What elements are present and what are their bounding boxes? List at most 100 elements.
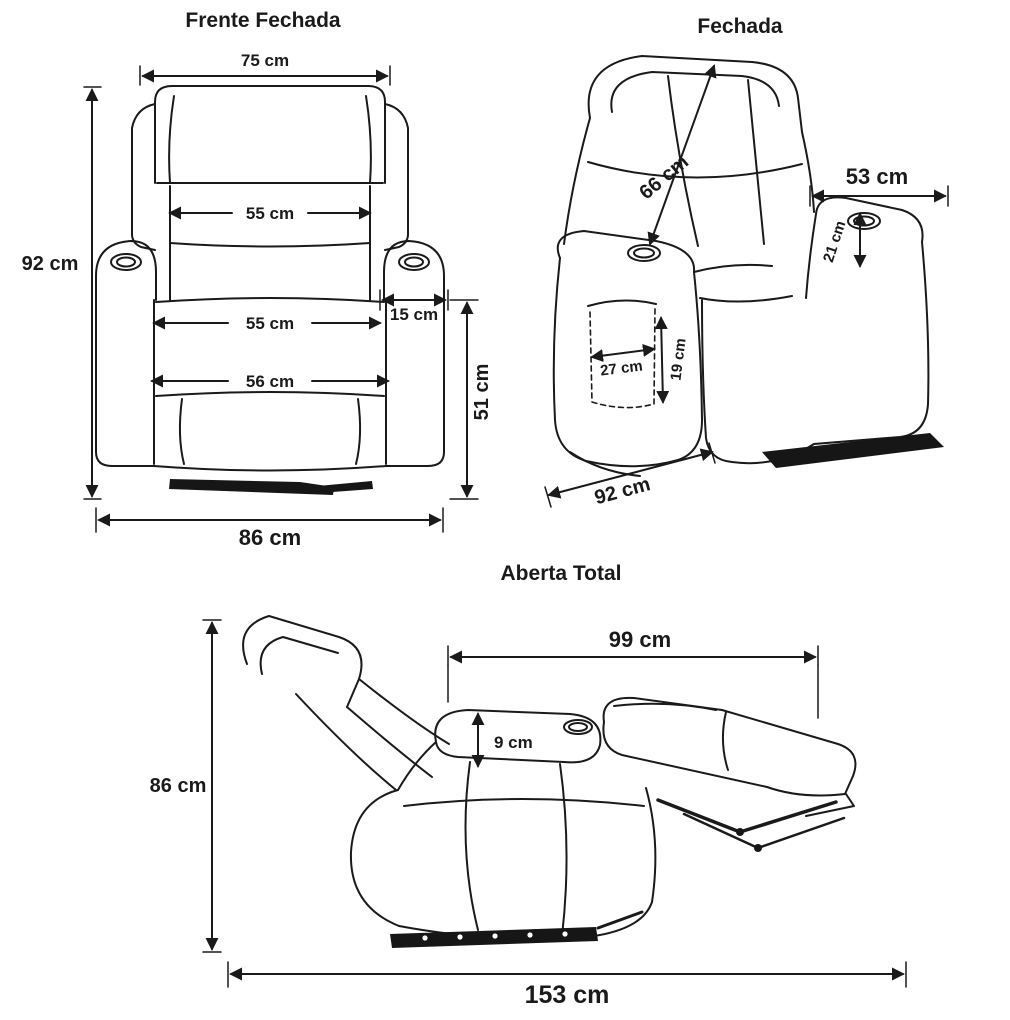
body-seam <box>403 798 645 807</box>
cup-holder <box>627 244 661 262</box>
dim-line-total-depth <box>547 448 714 499</box>
dim-label-total-width: 86 cm <box>239 525 301 550</box>
right-arm-pad <box>815 196 924 243</box>
seat-front-seam <box>155 391 385 397</box>
dim-label-seat-width: 55 cm <box>246 314 294 333</box>
base-front-foot <box>596 910 644 930</box>
front-face <box>701 299 733 463</box>
right-arm-body <box>385 275 445 467</box>
back-seam <box>346 706 433 778</box>
base-hole <box>457 934 463 940</box>
left-arm-pad <box>95 240 157 301</box>
dim-label-pocket-width: 27 cm <box>599 358 643 380</box>
left-arm-body <box>95 275 155 467</box>
front-view-title: Frente Fechada <box>185 9 341 32</box>
headrest-seam <box>610 71 780 113</box>
left-wing <box>131 103 156 251</box>
headrest-outline <box>242 615 363 708</box>
side-view-dimensions: Fechada 66 cm 53 cm 21 cm 27 cm 19 cm 92… <box>544 15 949 509</box>
headrest-seam <box>259 636 339 675</box>
cup-holder-inner <box>404 256 424 268</box>
back-left-edge <box>563 117 591 245</box>
dim-label-front-cushion: 56 cm <box>246 372 294 391</box>
body-seam <box>559 763 568 937</box>
back-top-edge <box>358 678 450 745</box>
dim-label-open-height: 86 cm <box>150 775 207 797</box>
body-left-edge <box>349 789 400 927</box>
mechanism-joint <box>754 844 762 852</box>
side-view-drawing <box>552 55 944 477</box>
back-right-edge <box>801 131 815 213</box>
dim-label-seat-floor: 51 cm <box>471 364 493 421</box>
footrest-seam <box>613 702 717 711</box>
body-seam <box>464 761 479 931</box>
side-view-title: Fechada <box>697 15 783 38</box>
headrest-outline <box>154 85 386 184</box>
back-lower-edge <box>295 693 397 791</box>
open-view-drawing <box>242 615 857 948</box>
front-panel-seam <box>178 398 185 465</box>
base-bar <box>169 479 334 495</box>
headrest-seam <box>168 95 175 184</box>
dim-line-backrest <box>647 64 717 246</box>
footrest-underside <box>805 793 855 817</box>
base-hole <box>527 932 533 938</box>
tick <box>544 486 552 508</box>
dim-label-top-depth: 53 cm <box>846 164 908 189</box>
cup-holder <box>563 719 593 735</box>
front-panel-seam <box>355 398 362 465</box>
dim-label-pocket-height: 19 cm <box>668 337 690 381</box>
cup-holder <box>110 253 142 271</box>
mechanism-joint <box>736 828 744 836</box>
seat-seam <box>693 263 773 273</box>
dim-label-total-depth: 92 cm <box>592 473 652 509</box>
headrest-seam <box>365 95 372 184</box>
dim-label-back-width: 55 cm <box>246 204 294 223</box>
seat-seam <box>155 297 385 303</box>
right-arm-inner <box>805 213 817 299</box>
dim-label-armrest-width: 15 cm <box>390 305 438 324</box>
dim-label-armpad: 9 cm <box>494 733 533 752</box>
footrest-outline <box>602 696 857 797</box>
dim-label-top-width: 75 cm <box>241 51 289 70</box>
front-view-drawing <box>95 85 445 495</box>
dim-label-arm-to-top: 21 cm <box>820 219 849 265</box>
back-seam <box>747 79 765 245</box>
open-view-dimensions: Aberta Total 99 cm 9 cm 86 cm 153 cm <box>150 562 907 1009</box>
open-view-title: Aberta Total <box>501 562 622 585</box>
armrest-pad <box>434 709 602 764</box>
cup-holder-inner <box>116 256 136 268</box>
base-bar <box>762 433 944 468</box>
dim-label-open-length: 153 cm <box>525 981 610 1009</box>
cup-holder-inner <box>633 247 655 259</box>
cup-holder-inner <box>568 722 588 732</box>
dim-line-pocket-height <box>654 316 670 404</box>
dim-line-pocket-width <box>590 343 656 363</box>
base-foot <box>318 481 373 493</box>
seat-seam <box>699 295 793 303</box>
dim-label-total-height: 92 cm <box>22 253 79 275</box>
right-arm-pad <box>383 240 445 301</box>
back-top-outline <box>587 55 803 133</box>
right-arm-body <box>813 241 930 445</box>
right-wing <box>384 103 409 251</box>
base-hole <box>492 933 498 939</box>
dim-label-open-top: 99 cm <box>609 627 671 652</box>
pocket-stitching <box>589 307 656 409</box>
bottom-edge <box>153 465 387 472</box>
body-top-seam <box>397 741 437 791</box>
left-arm-pad <box>556 230 696 273</box>
cup-holder <box>847 212 881 230</box>
body-right-edge <box>645 787 657 903</box>
footrest-seam <box>722 711 729 771</box>
base-hole <box>422 935 428 941</box>
back-seam <box>169 242 371 248</box>
pocket-top <box>587 299 657 307</box>
cup-holder-inner <box>853 215 875 227</box>
base-hole <box>562 931 568 937</box>
cup-holder <box>398 253 430 271</box>
front-view-dimensions: Frente Fechada 75 cm 92 cm 55 cm 55 cm 1… <box>22 9 493 550</box>
left-arm-front <box>552 257 587 462</box>
